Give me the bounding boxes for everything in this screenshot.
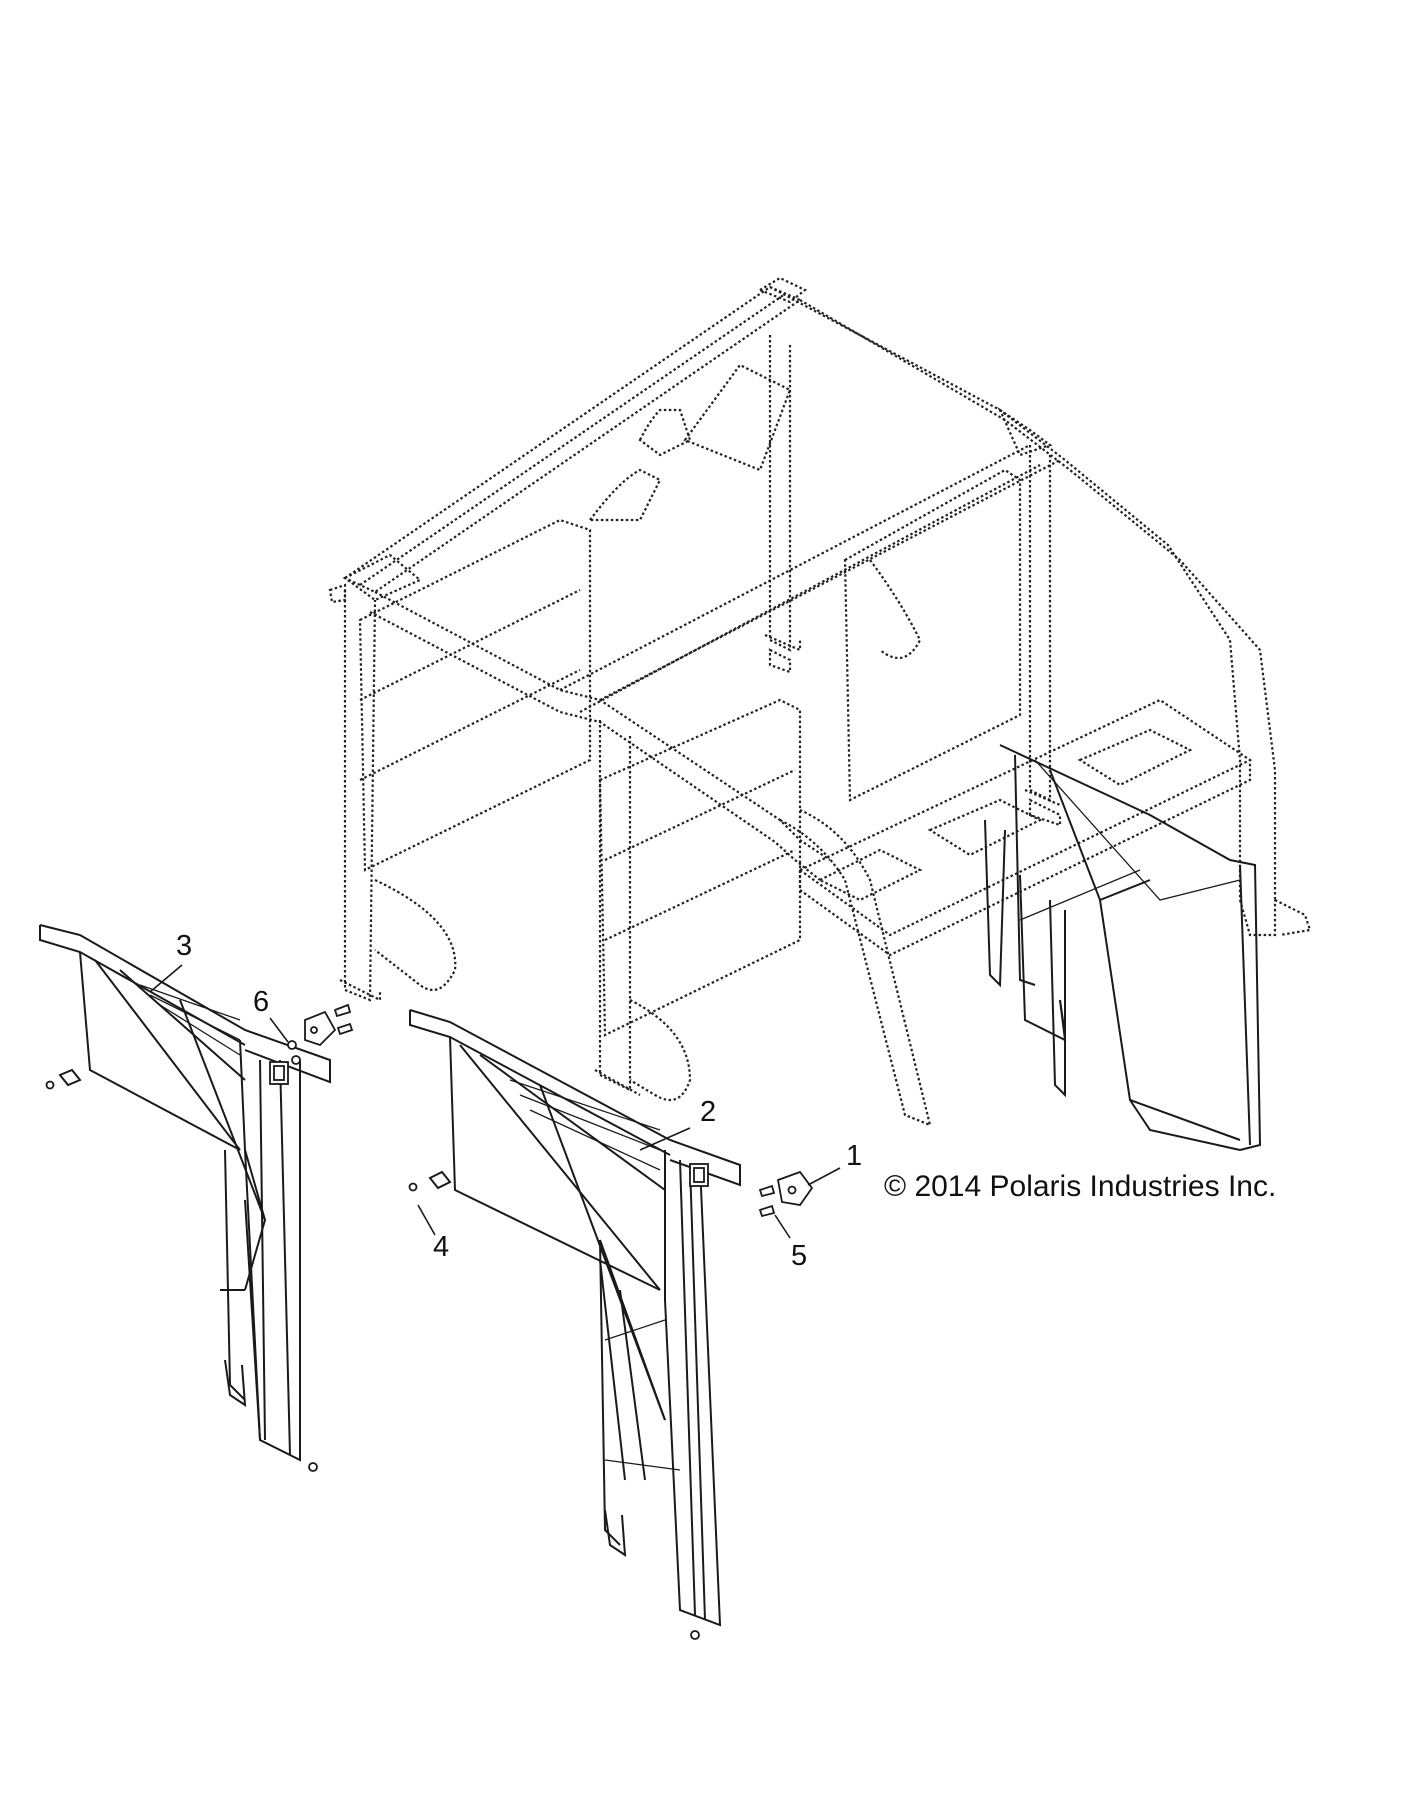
- callout-6: 6: [253, 986, 270, 1018]
- copyright-notice: © 2014 Polaris Industries Inc.: [884, 1170, 1277, 1203]
- net-assembly-2: [408, 1009, 741, 1640]
- hinge-bracket-6: [287, 1003, 354, 1065]
- leader-3: [149, 964, 183, 993]
- callout-1: 1: [846, 1140, 863, 1172]
- callout-4: 4: [433, 1231, 450, 1263]
- callout-leader-lines: [149, 964, 841, 1239]
- callout-5: 5: [791, 1240, 808, 1272]
- leader-5: [774, 1214, 791, 1239]
- net-assembly-3: [39, 924, 331, 1472]
- net-assembly-right-far: [984, 744, 1262, 1151]
- leader-4: [417, 1204, 436, 1236]
- leader-6: [269, 1017, 289, 1043]
- leader-1: [807, 1167, 841, 1186]
- hinge-bracket-1: [758, 1170, 814, 1218]
- callout-3: 3: [176, 930, 193, 962]
- roll-cage-frame: [328, 276, 1312, 1127]
- callout-2: 2: [700, 1096, 717, 1128]
- leader-2: [639, 1127, 691, 1151]
